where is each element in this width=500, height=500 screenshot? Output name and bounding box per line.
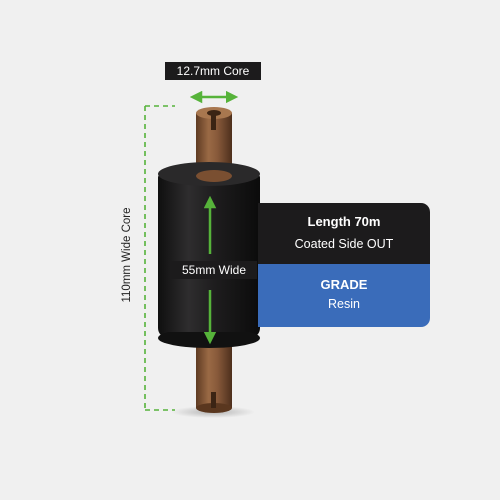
core-diameter-label: 12.7mm Core	[165, 62, 261, 80]
grade-section: GRADE Resin	[258, 264, 430, 327]
ribbon-width-label: 55mm Wide	[171, 261, 257, 279]
core-length-bracket	[144, 105, 175, 411]
length-section: Length 70m Coated Side OUT	[258, 203, 430, 264]
grade-value: Resin	[328, 297, 360, 311]
coating-text: Coated Side OUT	[294, 237, 394, 251]
spec-panel: Length 70m Coated Side OUT GRADE Resin	[258, 203, 430, 327]
core-bottom	[196, 335, 232, 413]
length-title: Length 70m	[307, 214, 381, 229]
grade-title: GRADE	[320, 277, 368, 292]
core-length-label: 110mm Wide Core	[121, 207, 133, 303]
